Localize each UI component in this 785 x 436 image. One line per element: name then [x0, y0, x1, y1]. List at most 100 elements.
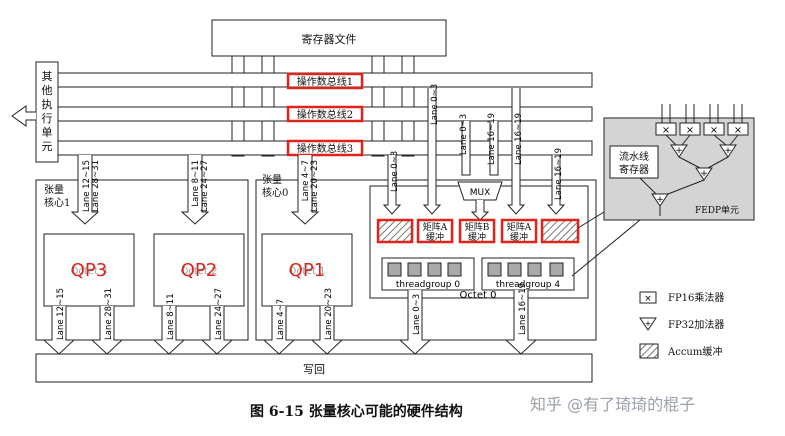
- svg-text:他: 他: [42, 84, 53, 97]
- threadgroup-4-units: [487, 262, 564, 277]
- svg-text:单: 单: [42, 126, 53, 139]
- register-file-box: [211, 19, 447, 57]
- qp1-box: [261, 233, 353, 307]
- qp2-lane-in-2: Lane 24~27: [200, 160, 210, 212]
- qp1-input-arrows: [290, 155, 320, 225]
- qp2-sub: Octet 2: [181, 266, 218, 277]
- operand-bus-3-label: 操作数总线3: [297, 142, 353, 155]
- threadgroup-4-label: threadgroup 4: [496, 280, 561, 290]
- svg-text:×: ×: [662, 125, 670, 136]
- legend-adder-sym: +: [645, 319, 652, 328]
- lane-out-3: Lane 8~11: [166, 293, 176, 340]
- buffer-a-tg0-label: 矩阵A: [423, 221, 448, 233]
- svg-text:元: 元: [42, 140, 53, 153]
- other-units-label: 其 他 执 行 单 元: [42, 70, 53, 153]
- lane-out-8: Lane 16~19: [518, 283, 528, 335]
- octet0-lane-in-2: Lane 0~3: [430, 84, 440, 125]
- threadgroup-0-units: [387, 262, 462, 277]
- qp3-lane-in-2: Lane 28~31: [91, 160, 101, 212]
- fedp-connector-bottom: [571, 219, 641, 277]
- watermark: 知乎 @有了琦琦的棍子: [530, 395, 695, 414]
- buffer-b-label: 矩阵B: [465, 221, 490, 233]
- tensor-core-1-label: 张量: [44, 184, 64, 196]
- qp3-sub: Octet 3: [71, 266, 108, 277]
- operand-bus-1-highlight: [286, 72, 364, 90]
- lane-out-6: Lane 20~23: [324, 288, 334, 340]
- qp1-title: QP1: [289, 260, 325, 281]
- pipeline-register-label-2: 寄存器: [619, 163, 649, 176]
- operand-bus-3-highlight: [286, 139, 364, 157]
- lane-out-2: Lane 28~31: [104, 288, 114, 340]
- pipeline-register-label: 流水线: [619, 150, 649, 163]
- qp2-input-arrows: [180, 155, 210, 225]
- svg-text:+: +: [656, 195, 664, 205]
- buffer-a-tg0-label-2: 缓冲: [426, 231, 444, 243]
- qp3-title: QP3: [71, 260, 107, 281]
- octet0-lane-in-5: Lane 16~19: [514, 113, 524, 165]
- legend-multiplier-label: FP16乘法器: [668, 291, 724, 304]
- fedp-multiplier-symbols: × × × ×: [662, 125, 742, 136]
- octet0-input-arrows: [382, 88, 566, 215]
- svg-text:×: ×: [734, 125, 742, 136]
- lane-out-5: Lane 4~7: [276, 299, 286, 340]
- qp1-sub: Octet 1: [289, 266, 326, 277]
- legend-multiplier-sym: ×: [644, 294, 652, 304]
- legend: × FP16乘法器 + FP32加法器 Accum缓冲: [639, 291, 724, 359]
- buffer-b-highlight: [458, 218, 496, 244]
- qp2-title: QP2: [181, 260, 217, 281]
- svg-text:+: +: [675, 146, 683, 156]
- accum-buffer-tg0: [377, 219, 413, 243]
- tensor-core-0-label-2: 核心0: [262, 186, 288, 199]
- fedp-adder-symbols: + + + +: [656, 146, 732, 205]
- qp1-lane-in-1: Lane 4~7: [301, 160, 311, 201]
- fedp-connector-top: [577, 211, 605, 229]
- fedp-adders: [639, 134, 739, 216]
- buffer-a-tg4-highlight: [500, 218, 538, 244]
- svg-text:行: 行: [42, 112, 53, 125]
- fedp-multipliers: [655, 104, 749, 136]
- octet0-lane-in-4: Lane 16~19: [487, 113, 497, 165]
- qp3-lane-in-1: Lane 12~15: [82, 160, 92, 212]
- threadgroup-0-label: threadgroup 0: [396, 280, 461, 290]
- qp3-input-arrows: [70, 155, 100, 225]
- qp3-box: [43, 233, 135, 307]
- legend-adder-label: FP32加法器: [668, 318, 724, 331]
- accum-buffer-tg0-highlight: [376, 218, 414, 244]
- svg-text:执: 执: [42, 97, 53, 111]
- other-units-arrow: [11, 105, 36, 127]
- fedp-label: FEDP单元: [695, 204, 739, 216]
- legend-multiplier-icon: [639, 291, 657, 304]
- svg-text:×: ×: [710, 125, 718, 136]
- octet0-lane-in-3: Lane 0~3: [459, 114, 469, 155]
- tensor-core-1-label-2: 核心1: [44, 196, 70, 209]
- qp1-lane-in-2: Lane 20~23: [310, 160, 320, 212]
- writeback-label: 写回: [303, 363, 325, 376]
- operand-bus-2-highlight: [286, 105, 364, 123]
- legend-accum-icon: [639, 343, 659, 359]
- figure-caption: 图 6-15 张量核心可能的硬件结构: [250, 403, 463, 420]
- register-file-label: 寄存器文件: [302, 32, 357, 46]
- pipeline-register-box: [609, 145, 659, 179]
- tensor-core-0-label: 张量: [262, 174, 282, 186]
- writeback-box: [35, 353, 593, 383]
- lane-out-7: Lane 0~3: [412, 294, 422, 335]
- accum-buffer-tg4: [541, 219, 579, 243]
- legend-adder-icon: [639, 317, 657, 331]
- buffer-a-tg0-highlight: [416, 218, 454, 244]
- svg-text:×: ×: [686, 125, 694, 136]
- lane-out-4: Lane 24~27: [214, 288, 224, 340]
- qp2-lane-in-1: Lane 8~11: [191, 160, 201, 207]
- buffer-a-tg4-label: 矩阵A: [507, 221, 532, 233]
- octet0-lane-in-1: Lane 0~3: [390, 151, 400, 192]
- qp2-box: [153, 233, 245, 307]
- svg-text:+: +: [700, 169, 708, 179]
- mux-label: MUX: [470, 188, 491, 198]
- buffer-b-label-2: 缓冲: [468, 231, 486, 243]
- buffer-a-tg4-label-2: 缓冲: [510, 231, 528, 243]
- lane-out-1: Lane 12~15: [56, 288, 66, 340]
- svg-text:其: 其: [42, 70, 53, 83]
- operand-bus-2-label: 操作数总线2: [297, 108, 353, 121]
- accum-buffer-tg4-highlight: [540, 218, 580, 244]
- svg-text:+: +: [724, 146, 732, 156]
